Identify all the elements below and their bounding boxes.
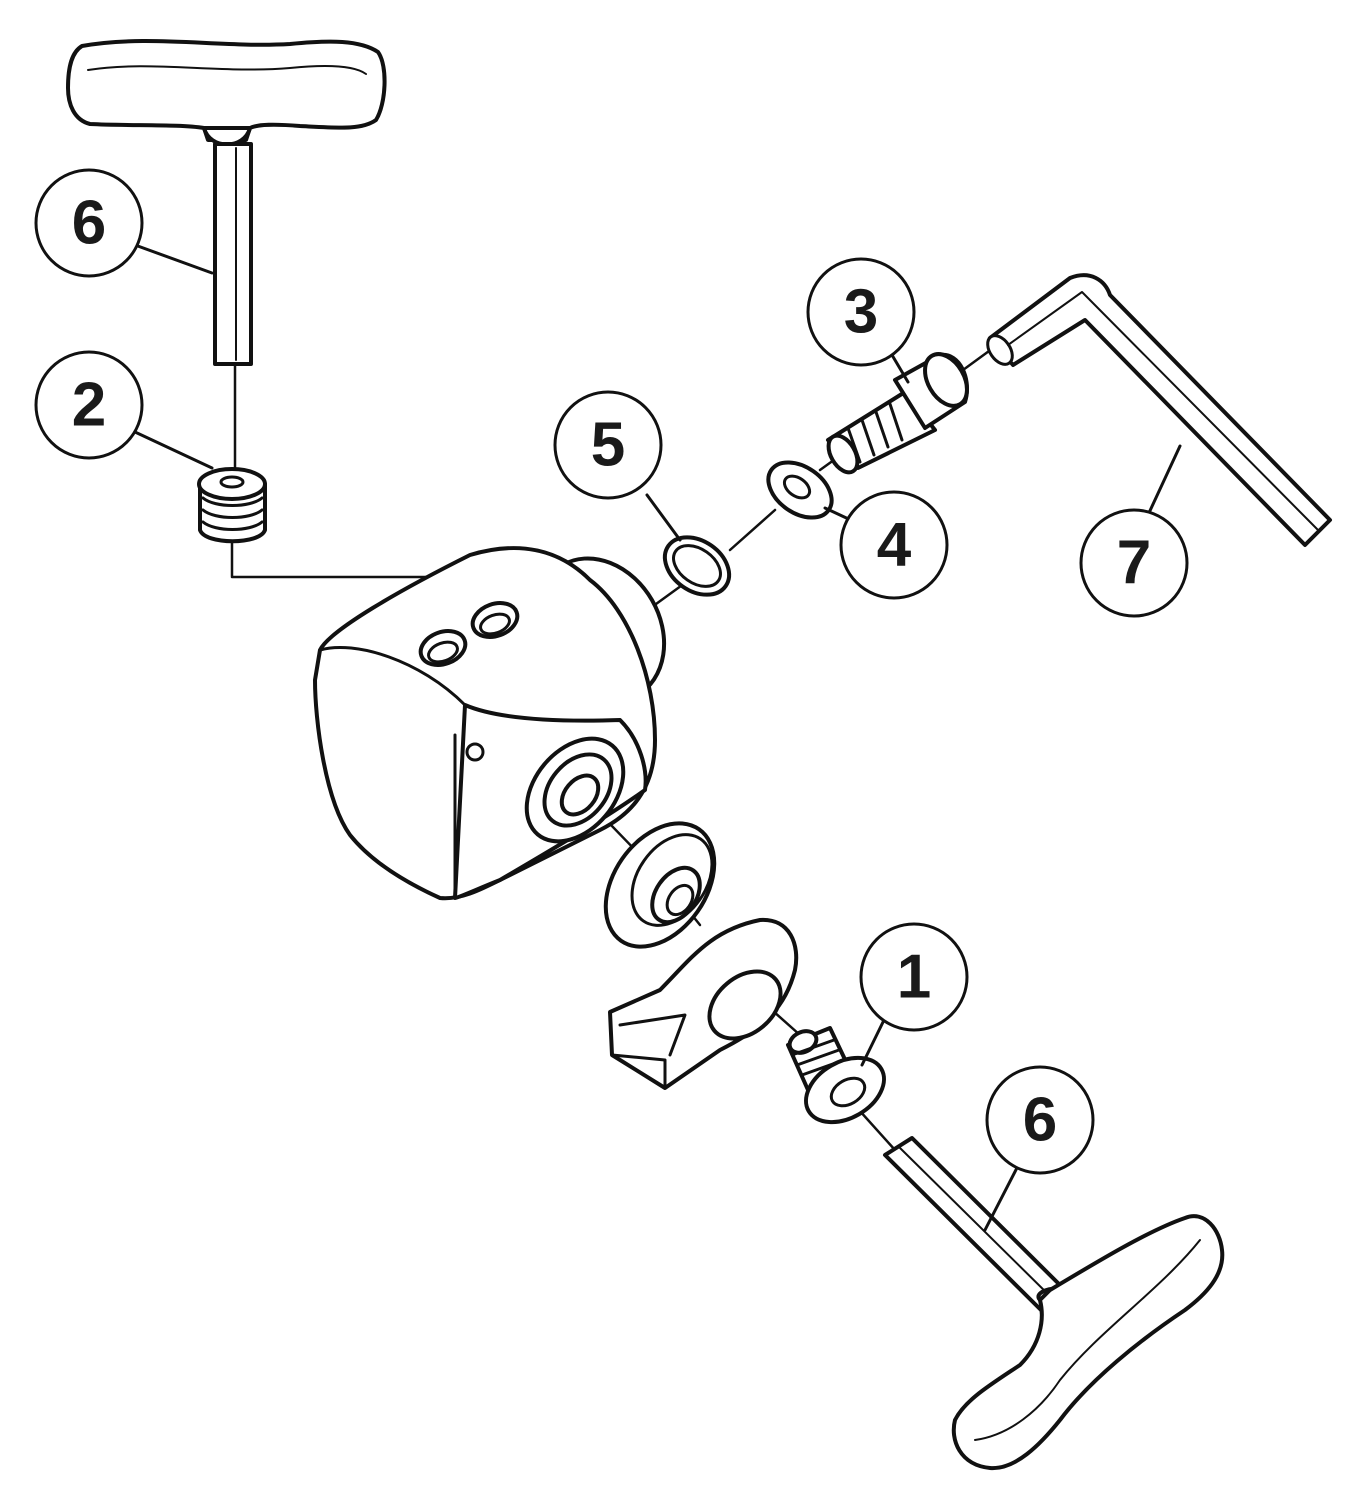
set-screw [197, 467, 267, 544]
callout-5: 5 [553, 390, 663, 500]
svg-text:6: 6 [1023, 1086, 1057, 1155]
cap-screw [826, 352, 969, 475]
callout-2: 2 [34, 350, 144, 460]
svg-text:4: 4 [877, 511, 912, 580]
callout-4: 4 [839, 490, 949, 600]
t-handle-key-bottom [883, 1136, 1225, 1471]
clamp-lever [608, 917, 799, 1090]
eccentric-disc [603, 821, 717, 949]
o-ring [662, 535, 732, 597]
t-handle-key-top [66, 39, 387, 366]
tool-body [313, 546, 667, 901]
callout-3: 3 [806, 257, 916, 367]
svg-text:6: 6 [72, 189, 106, 258]
svg-text:5: 5 [591, 411, 625, 480]
washer [766, 460, 834, 520]
callout-1: 1 [859, 922, 969, 1032]
callout-leaders [133, 243, 1182, 1232]
callout-6-top: 6 [34, 168, 144, 278]
svg-text:2: 2 [72, 371, 106, 440]
clamp-screw [786, 1026, 886, 1125]
callout-7: 7 [1079, 508, 1189, 618]
svg-text:1: 1 [897, 943, 931, 1012]
svg-text:7: 7 [1117, 529, 1151, 598]
svg-text:3: 3 [844, 278, 878, 347]
l-hex-key [986, 273, 1332, 547]
callout-6-bottom: 6 [985, 1065, 1095, 1175]
